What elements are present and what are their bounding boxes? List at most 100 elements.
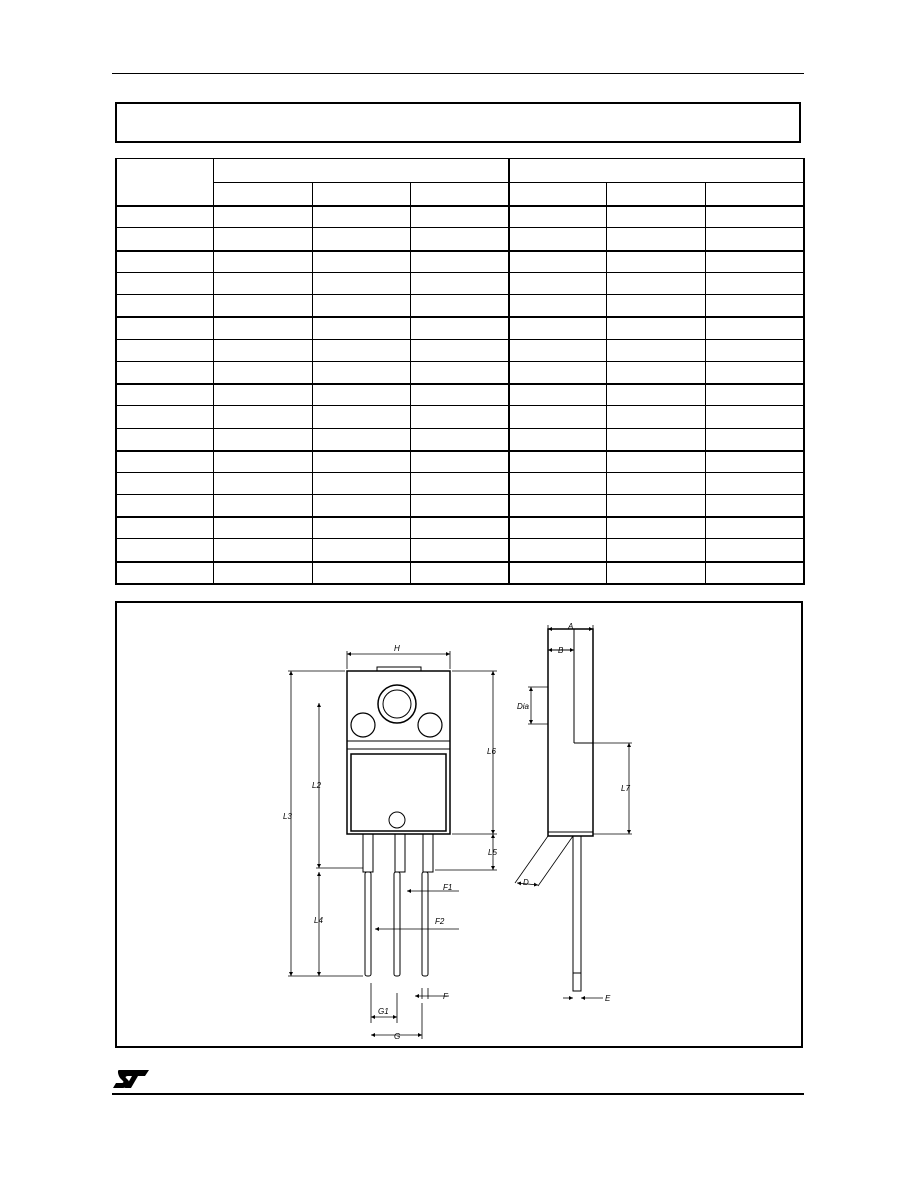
table-row (115, 361, 806, 385)
table-cell (508, 494, 607, 518)
table-cell (409, 294, 510, 318)
label-H: H (394, 644, 400, 653)
table-cell (704, 560, 806, 586)
table-cell (115, 494, 214, 518)
table-row (115, 315, 806, 341)
table-cell (508, 449, 607, 474)
table-cell (115, 449, 214, 474)
table-row (115, 560, 806, 586)
label-E: E (605, 994, 611, 1003)
table-cell (409, 494, 510, 518)
table-cell (605, 405, 706, 430)
header-cell-group-2 (508, 157, 806, 184)
table-cell (212, 294, 313, 318)
table-cell (605, 560, 706, 586)
side-body (547, 628, 594, 837)
table-cell (605, 472, 706, 496)
table-cell (508, 361, 607, 385)
table-cell (508, 382, 607, 407)
front-hole-left (350, 712, 376, 738)
table-cell (115, 249, 214, 274)
table-cell (605, 339, 706, 363)
table-cell (212, 204, 313, 229)
footer-rule (112, 1093, 804, 1095)
table-cell (605, 294, 706, 318)
label-L5: L5 (488, 848, 497, 857)
table-cell (212, 405, 313, 430)
table-cell (704, 339, 806, 363)
table-cell (704, 204, 806, 229)
table-cell (311, 449, 411, 474)
table-row (115, 249, 806, 274)
table-cell (409, 428, 510, 452)
table-cell (311, 560, 411, 586)
header-subcell (704, 182, 806, 207)
table-cell (605, 361, 706, 385)
table-row (115, 227, 806, 252)
table-cell (605, 227, 706, 252)
label-A: A (567, 622, 573, 631)
table-cell (409, 405, 510, 430)
table-cell (115, 315, 214, 341)
table-cell (508, 560, 607, 586)
table-cell (115, 382, 214, 407)
table-cell (605, 382, 706, 407)
table-cell (704, 538, 806, 563)
table-cell (115, 272, 214, 296)
package-drawing-frame: H L3 L2 L4 L6 L5 F1 F2 G1 G F A B Dia L7… (115, 601, 803, 1048)
table-cell (115, 560, 214, 586)
front-tab-top (376, 666, 422, 672)
table-cell (311, 382, 411, 407)
table-row (115, 405, 806, 430)
front-body (346, 670, 451, 835)
table-cell (212, 538, 313, 563)
dimensions-table (115, 157, 806, 586)
table-cell (212, 472, 313, 496)
label-L3: L3 (283, 812, 292, 821)
label-L7: L7 (621, 784, 630, 793)
table-row (115, 538, 806, 563)
table-cell (508, 405, 607, 430)
table-row (115, 449, 806, 474)
table-cell (409, 382, 510, 407)
header-subcell (311, 182, 411, 207)
table-cell (212, 428, 313, 452)
label-D: D (523, 878, 529, 887)
header-subcell (409, 182, 510, 207)
front-window (350, 753, 447, 832)
table-cell (605, 272, 706, 296)
table-cell (704, 449, 806, 474)
table-cell (605, 538, 706, 563)
table-cell (409, 515, 510, 540)
side-lead (572, 835, 582, 992)
table-row (115, 294, 806, 318)
st-logo-icon (113, 1070, 149, 1088)
table-cell (212, 361, 313, 385)
table-cell (311, 294, 411, 318)
label-F2: F2 (435, 917, 445, 926)
table-cell (605, 204, 706, 229)
table-cell (115, 339, 214, 363)
table-cell (508, 315, 607, 341)
table-cell (704, 361, 806, 385)
table-cell (508, 204, 607, 229)
table-title-box (115, 102, 801, 143)
table-cell (508, 294, 607, 318)
table-cell (704, 494, 806, 518)
table-cell (409, 227, 510, 252)
table-cell (508, 227, 607, 252)
table-cell (409, 272, 510, 296)
table-cell (508, 428, 607, 452)
label-B: B (558, 646, 564, 655)
table-row (115, 472, 806, 496)
table-cell (115, 515, 214, 540)
table-row (115, 204, 806, 229)
package-outline-drawing: H L3 L2 L4 L6 L5 F1 F2 G1 G F A B Dia L7… (283, 622, 632, 1041)
table-cell (212, 449, 313, 474)
table-cell (409, 560, 510, 586)
table-cell (409, 339, 510, 363)
table-cell (704, 294, 806, 318)
table-cell (115, 472, 214, 496)
table-cell (605, 315, 706, 341)
front-hole-large (377, 684, 417, 724)
